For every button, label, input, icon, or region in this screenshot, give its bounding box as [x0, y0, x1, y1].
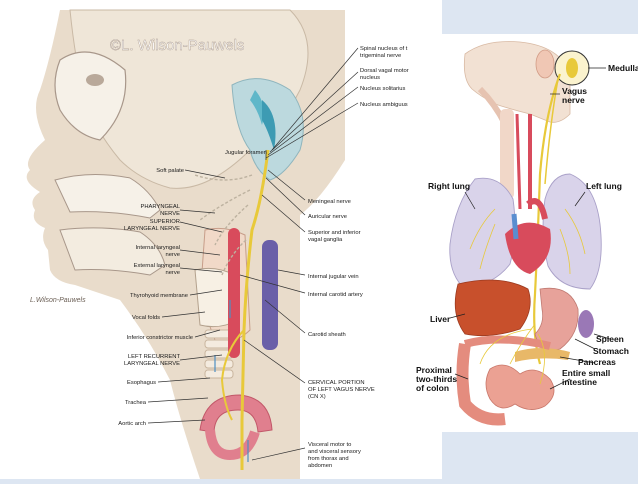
maxilla — [54, 173, 161, 219]
label-vagus-nerve: nerve — [562, 95, 585, 105]
label-external-laryngeal-nerve: nerve — [165, 270, 180, 276]
label-internal-laryngeal-nerve: nerve — [165, 252, 180, 258]
label-entire-small: Entire small — [562, 368, 610, 378]
label-proximal: Proximal — [416, 365, 452, 375]
label-trachea: Trachea — [125, 400, 147, 406]
vagus-trunk — [533, 73, 562, 365]
label-meningeal-nerve: Meningeal nerve — [308, 199, 351, 205]
right-label-group: Spinal nucleus of t trigeminal nerve Dor… — [225, 46, 409, 469]
label-esophagus: Esophagus — [127, 380, 156, 386]
label-vocal-folds: Vocal folds — [132, 315, 160, 321]
label-visceral-1: Visceral motor to — [308, 442, 351, 448]
label-soft-palate: Soft palate — [156, 168, 184, 174]
vagus-nerve — [240, 149, 270, 470]
thoracoabdominal-diagram: Medulla Vagus nerve Right lung Left lung… — [410, 34, 638, 432]
artist-signature: L.Wilson-Pauwels — [30, 297, 86, 304]
label-nucleus-ambiguus: Nucleus ambiguus — [360, 102, 408, 108]
stomach — [534, 287, 579, 351]
label-superior: SUPERIOR — [150, 219, 180, 225]
label-internal-laryngeal: Internal laryngeal — [136, 245, 180, 251]
label-internal-carotid: Internal carotid artery — [308, 292, 363, 298]
label-thyrohyoid: Thyrohyoid membrane — [130, 293, 188, 299]
label-right-lung: Right lung — [428, 181, 470, 191]
label-visceral-2: and visceral sensory — [308, 449, 361, 455]
label-jugular-foramen: Jugular foramen — [225, 150, 267, 156]
label-left-recurrent: LEFT RECURRENT — [128, 354, 181, 360]
label-left-lung: Left lung — [586, 181, 622, 191]
head-neck-diagram: ©L. Wilson-Pauwels L.Wilson-Pauwels Spin… — [26, 9, 409, 479]
label-pancreas: Pancreas — [578, 357, 616, 367]
label-aortic-arch: Aortic arch — [118, 421, 146, 427]
label-cervical-portion: CERVICAL PORTION — [308, 380, 365, 386]
label-inferior-constrictor: Inferior constrictor muscle — [127, 335, 193, 341]
label-vagus: Vagus — [562, 86, 587, 96]
right-illustration-panel: Medulla Vagus nerve Right lung Left lung… — [410, 34, 638, 432]
label-visceral-4: abdomen — [308, 463, 332, 469]
label-cn-x: (CN X) — [308, 394, 326, 400]
label-dorsal-nucleus: nucleus — [360, 75, 380, 81]
label-visceral-3: from thorax and — [308, 456, 349, 462]
aortic-arch — [199, 394, 273, 433]
nuclei — [250, 90, 264, 125]
label-ganglia-2: vagal ganglia — [308, 237, 343, 243]
carotid-artery — [228, 228, 240, 358]
spleen — [578, 310, 594, 338]
label-superior-laryngeal: LARYNGEAL NERVE — [124, 226, 180, 232]
label-liver: Liver — [430, 314, 451, 324]
label-spinal-nucleus: Spinal nucleus of t — [360, 46, 408, 52]
ear — [535, 49, 555, 79]
label-internal-jugular: Internal jugular vein — [308, 274, 359, 280]
label-medulla: Medulla — [608, 63, 638, 73]
label-dorsal-vagal: Dorsal vagal motor — [360, 68, 409, 74]
label-left-vagus: OF LEFT VAGUS NERVE — [308, 387, 375, 393]
left-illustration-panel: ©L. Wilson-Pauwels L.Wilson-Pauwels Spin… — [0, 0, 442, 479]
label-pharyngeal-nerve: NERVE — [160, 211, 180, 217]
internal-jugular-vein — [262, 240, 278, 350]
label-spleen: Spleen — [596, 334, 624, 344]
watermark: ©L. Wilson-Pauwels — [110, 37, 244, 54]
label-of-colon: of colon — [416, 383, 449, 393]
label-nucleus-solitarius: Nucleus solitarius — [360, 86, 406, 92]
left-label-group: Soft palate PHARYNGEAL NERVE SUPERIOR LA… — [118, 168, 193, 427]
orbit — [54, 51, 127, 141]
colon — [456, 343, 506, 426]
mandible — [59, 227, 166, 276]
label-external-laryngeal: External laryngeal — [134, 263, 180, 269]
label-auricular-nerve: Auricular nerve — [308, 214, 347, 220]
liver — [454, 279, 531, 337]
left-lung — [542, 173, 602, 290]
small-intestine — [485, 364, 555, 410]
label-recurrent-laryngeal: LARYNGEAL NERVE — [124, 361, 180, 367]
label-stomach: Stomach — [593, 346, 629, 356]
label-trigeminal-nerve: trigeminal nerve — [360, 53, 401, 59]
pancreas — [515, 348, 570, 362]
label-intestine: intestine — [562, 377, 597, 387]
label-ganglia-1: Superior and inferior — [308, 230, 361, 236]
label-pharyngeal: PHARYNGEAL — [140, 204, 180, 210]
label-carotid-sheath: Carotid sheath — [308, 332, 346, 338]
label-two-thirds: two-thirds — [416, 374, 457, 384]
